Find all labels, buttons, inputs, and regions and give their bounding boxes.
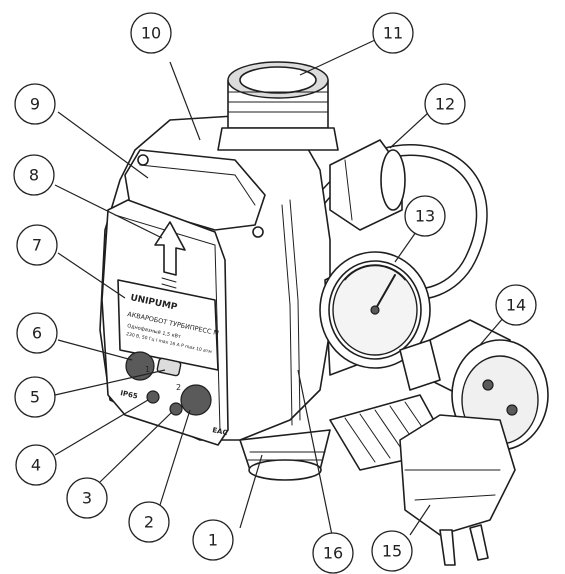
callout-number-10: 10: [141, 24, 161, 43]
gauge-pivot: [370, 305, 380, 315]
callout-circle-6: [16, 312, 58, 354]
leader-7: [57, 252, 126, 299]
callout-number-15: 15: [382, 542, 402, 561]
callout-circle-11: [372, 12, 414, 54]
callout-6: 6: [16, 312, 58, 354]
callout-number-2: 2: [144, 513, 154, 532]
callout-number-4: 4: [31, 456, 41, 475]
callout-number-9: 9: [30, 95, 40, 114]
indicator-led-2: [169, 402, 183, 416]
callout-3: 3: [66, 477, 108, 519]
callout-circle-14: [495, 284, 537, 326]
callout-circle-1: [192, 519, 234, 561]
indicator-led-1: [146, 390, 160, 404]
callout-circle-16: [312, 532, 354, 574]
callout-circle-13: [404, 195, 446, 237]
callout-4: 4: [15, 444, 57, 486]
callout-number-16: 16: [323, 544, 343, 563]
callout-circle-9: [14, 83, 56, 125]
callout-number-6: 6: [32, 324, 42, 343]
leader-8: [54, 184, 163, 239]
callout-circle-8: [13, 154, 55, 196]
fuse-window: [156, 357, 182, 377]
callout-circle-4: [15, 444, 57, 486]
button-mark-1: 1: [145, 365, 150, 374]
leader-9: [57, 111, 149, 179]
pressure-gauge: [319, 251, 431, 376]
leader-10: [169, 61, 201, 141]
callout-circle-12: [424, 83, 466, 125]
power-plug: [399, 414, 516, 566]
top-cover-edge: [139, 164, 256, 206]
outlet-fitting: [217, 61, 339, 151]
callout-number-13: 13: [415, 207, 435, 226]
callout-2: 2: [128, 501, 170, 543]
socket-hole-2: [506, 404, 518, 416]
leader-1: [239, 454, 263, 529]
cover-screw-2: [252, 226, 264, 238]
callout-5: 5: [14, 376, 56, 418]
callout-circle-15: [371, 530, 413, 572]
callout-10: 10: [130, 12, 172, 54]
callout-circle-5: [14, 376, 56, 418]
callout-15: 15: [371, 530, 413, 572]
callout-number-12: 12: [435, 95, 455, 114]
callout-circle-10: [130, 12, 172, 54]
callout-circle-3: [66, 477, 108, 519]
button-large-left: [125, 351, 155, 381]
leader-5: [54, 369, 166, 396]
cert-mark-text: ЕАС: [212, 426, 229, 437]
leader-12: [389, 112, 429, 149]
callout-11: 11: [372, 12, 414, 54]
callout-number-1: 1: [208, 531, 218, 550]
callout-number-14: 14: [506, 296, 526, 315]
button-mark-2: 2: [176, 383, 181, 392]
cover-screw-1: [137, 154, 149, 166]
leader-16: [297, 369, 334, 541]
callout-13: 13: [404, 195, 446, 237]
callout-14: 14: [495, 284, 537, 326]
device-illustration: UNIPUMP АКВАРОБОТ ТУРБИПРЕСС М Однофазны…: [99, 61, 549, 566]
inlet-fitting: [239, 429, 331, 481]
callout-1: 1: [192, 519, 234, 561]
button-large-right: [180, 384, 212, 416]
leader-11: [299, 39, 376, 76]
leader-6: [57, 339, 133, 361]
callout-8: 8: [13, 154, 55, 196]
leader-15: [409, 504, 431, 536]
side-connector: [329, 139, 406, 231]
callout-number-7: 7: [32, 236, 42, 255]
leader-2: [159, 409, 191, 506]
leader-3: [99, 411, 173, 483]
callout-circle-2: [128, 501, 170, 543]
callout-number-8: 8: [29, 166, 39, 185]
leader-4: [54, 399, 149, 456]
name-plate: UNIPUMP АКВАРОБОТ ТУРБИПРЕСС М Однофазны…: [117, 279, 220, 371]
callout-number-11: 11: [383, 24, 403, 43]
callout-12: 12: [424, 83, 466, 125]
callout-circle-7: [16, 224, 58, 266]
side-seam-2: [281, 204, 293, 426]
callout-7: 7: [16, 224, 58, 266]
callout-number-3: 3: [82, 489, 92, 508]
side-seam: [289, 199, 301, 421]
callout-16: 16: [312, 532, 354, 574]
ip-rating-text: IP65: [120, 389, 139, 400]
callout-9: 9: [14, 83, 56, 125]
callout-number-5: 5: [30, 388, 40, 407]
socket-hole-1: [482, 379, 494, 391]
